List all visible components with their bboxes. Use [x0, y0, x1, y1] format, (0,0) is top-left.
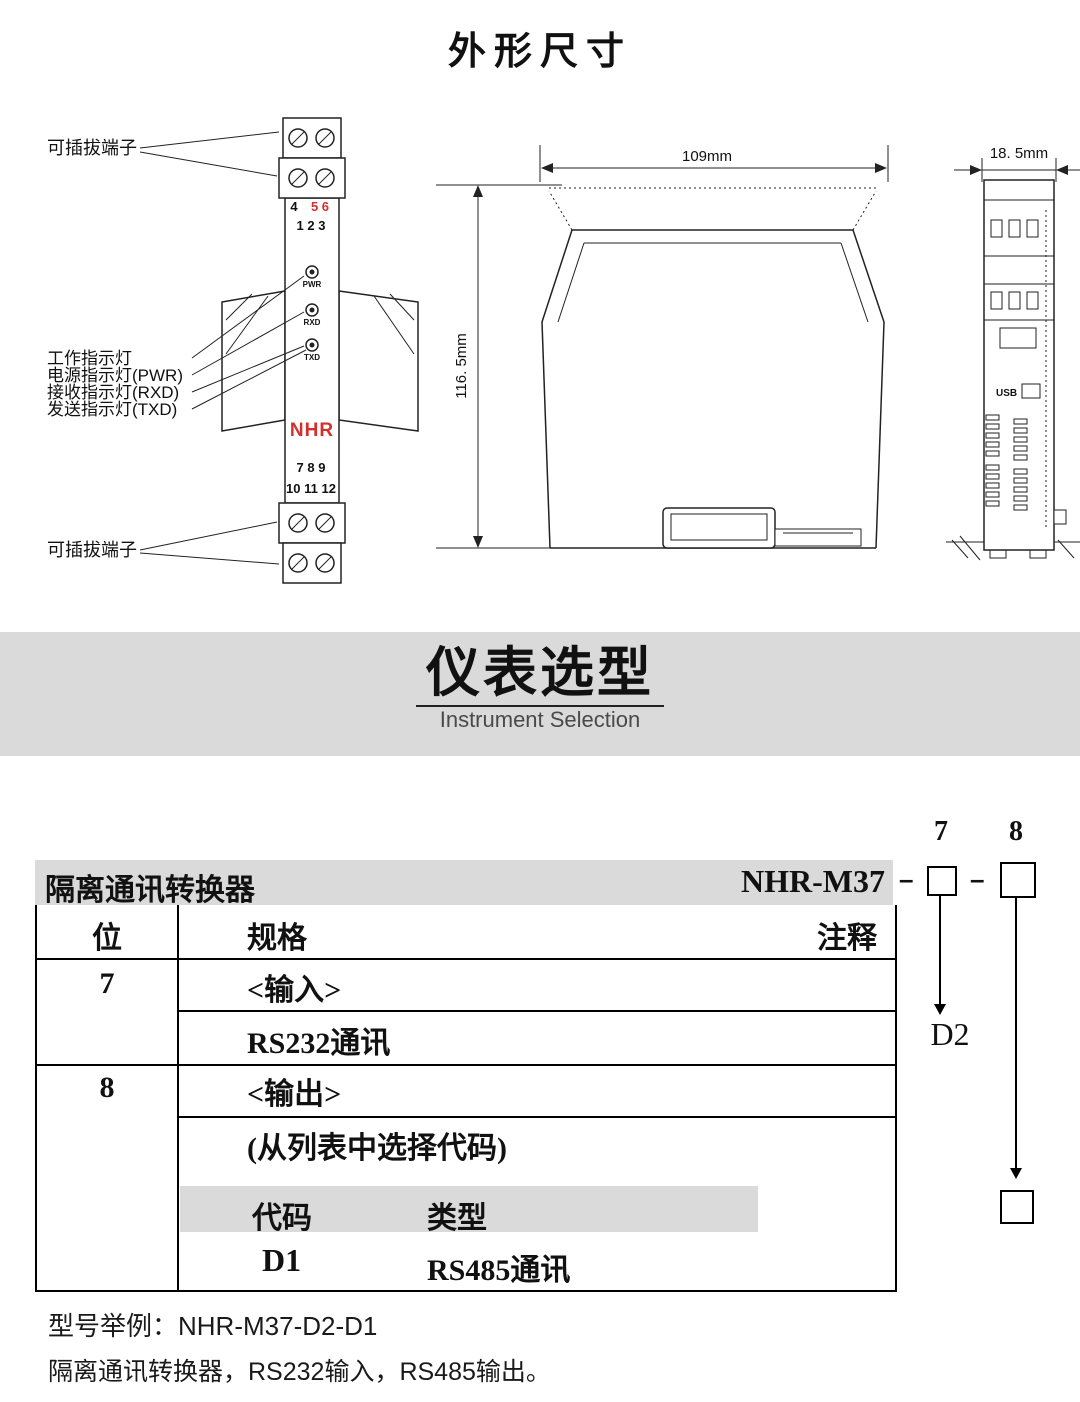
dim-height-label: 116. 5mm — [453, 333, 470, 399]
usb-label: USB — [996, 388, 1017, 399]
table-row-line-2 — [177, 1010, 895, 1012]
ordering-box-7 — [927, 866, 957, 896]
model-example-title: 型号举例：NHR-M37-D2-D1 — [48, 1311, 378, 1341]
section-title: 仪表选型 — [416, 643, 664, 708]
code-d2: D2 — [930, 1016, 970, 1052]
table-row-line-3 — [37, 1064, 895, 1066]
dim-depth-label: 18. 5mm — [990, 145, 1048, 162]
terminal-numbers-7-8-9: 7 8 9 — [297, 460, 326, 475]
ordering-digit-8: 8 — [1009, 816, 1023, 847]
row7-spec-value: RS232通讯 — [247, 1027, 391, 1060]
table-row-line-4 — [177, 1116, 895, 1118]
arrow-line-8 — [1015, 896, 1017, 1168]
sub-col-type: 类型 — [427, 1202, 487, 1235]
col-header-spec: 规格 — [247, 922, 307, 955]
arrow-head-8 — [1010, 1168, 1022, 1179]
section-subtitle: Instrument Selection — [439, 707, 641, 733]
sub-col-code: 代码 — [252, 1202, 312, 1235]
product-name: 隔离通讯转换器 — [45, 874, 255, 907]
row8-type: RS485通讯 — [427, 1254, 571, 1287]
ordering-result-box-8 — [1000, 1190, 1034, 1224]
led-label-rxd: RXD — [304, 318, 321, 327]
indicator-label-txd: 发送指示灯(TXD) — [47, 400, 177, 419]
col-header-position: 位 — [92, 922, 122, 955]
arrow-line-7 — [939, 894, 941, 1004]
row8-position: 8 — [99, 1071, 115, 1104]
table-row-line-1 — [37, 958, 895, 960]
model-example-description: 隔离通讯转换器，RS232输入，RS485输出。 — [48, 1358, 551, 1386]
selection-table: 位 规格 注释 7 <输入> RS232通讯 8 <输出> (从列表中选择代码)… — [35, 905, 897, 1292]
col-header-note: 注释 — [817, 922, 877, 955]
table-col-divider — [177, 905, 179, 1290]
outline-dimension-drawing: 4 5 6 1 2 3 PWR RXD TXD NHR 7 8 9 10 11 … — [47, 117, 1080, 584]
led-label-pwr: PWR — [303, 280, 322, 289]
indicator-label-rxd: 接收指示灯(RXD) — [47, 383, 179, 402]
ordering-box-8 — [1000, 862, 1036, 898]
pluggable-terminal-label-top: 可插拔端子 — [47, 138, 137, 158]
arrow-head-7 — [934, 1004, 946, 1015]
terminal-numbers-10-11-12: 10 11 12 — [286, 481, 336, 496]
brand-logo: NHR — [290, 420, 334, 441]
code-type-header-bar — [180, 1186, 758, 1232]
terminal-numbers-1-2-3: 1 2 3 — [297, 218, 326, 233]
profile-view-drawing — [436, 145, 889, 549]
model-dash-2: – — [970, 864, 985, 894]
row7-spec-header: <输入> — [247, 974, 342, 1007]
terminal-numbers-5-6: 5 6 — [311, 199, 329, 214]
front-view-drawing — [278, 117, 346, 584]
indicator-label-pwr: 电源指示灯(PWR) — [47, 366, 183, 385]
row7-position: 7 — [99, 967, 115, 1000]
model-code: NHR-M37 — [741, 863, 885, 899]
end-view-drawing — [946, 158, 1080, 561]
product-header-bar: 隔离通讯转换器 NHR-M37 — [35, 860, 893, 907]
pluggable-terminal-label-bottom: 可插拔端子 — [47, 540, 137, 560]
indicator-label-work: 工作指示灯 — [47, 349, 132, 368]
led-label-txd: TXD — [304, 353, 320, 362]
ordering-digit-7: 7 — [934, 816, 948, 847]
terminal-number-4: 4 — [290, 199, 298, 214]
dim-width-label: 109mm — [682, 148, 732, 165]
dimensions-title: 外形尺寸 — [447, 31, 632, 73]
row8-spec-header: <输出> — [247, 1078, 342, 1111]
row8-spec-note: (从列表中选择代码) — [247, 1132, 507, 1165]
model-dash-1: – — [899, 864, 914, 894]
row8-code-d1: D1 — [262, 1242, 302, 1278]
section-banner: 仪表选型 Instrument Selection — [0, 632, 1080, 756]
